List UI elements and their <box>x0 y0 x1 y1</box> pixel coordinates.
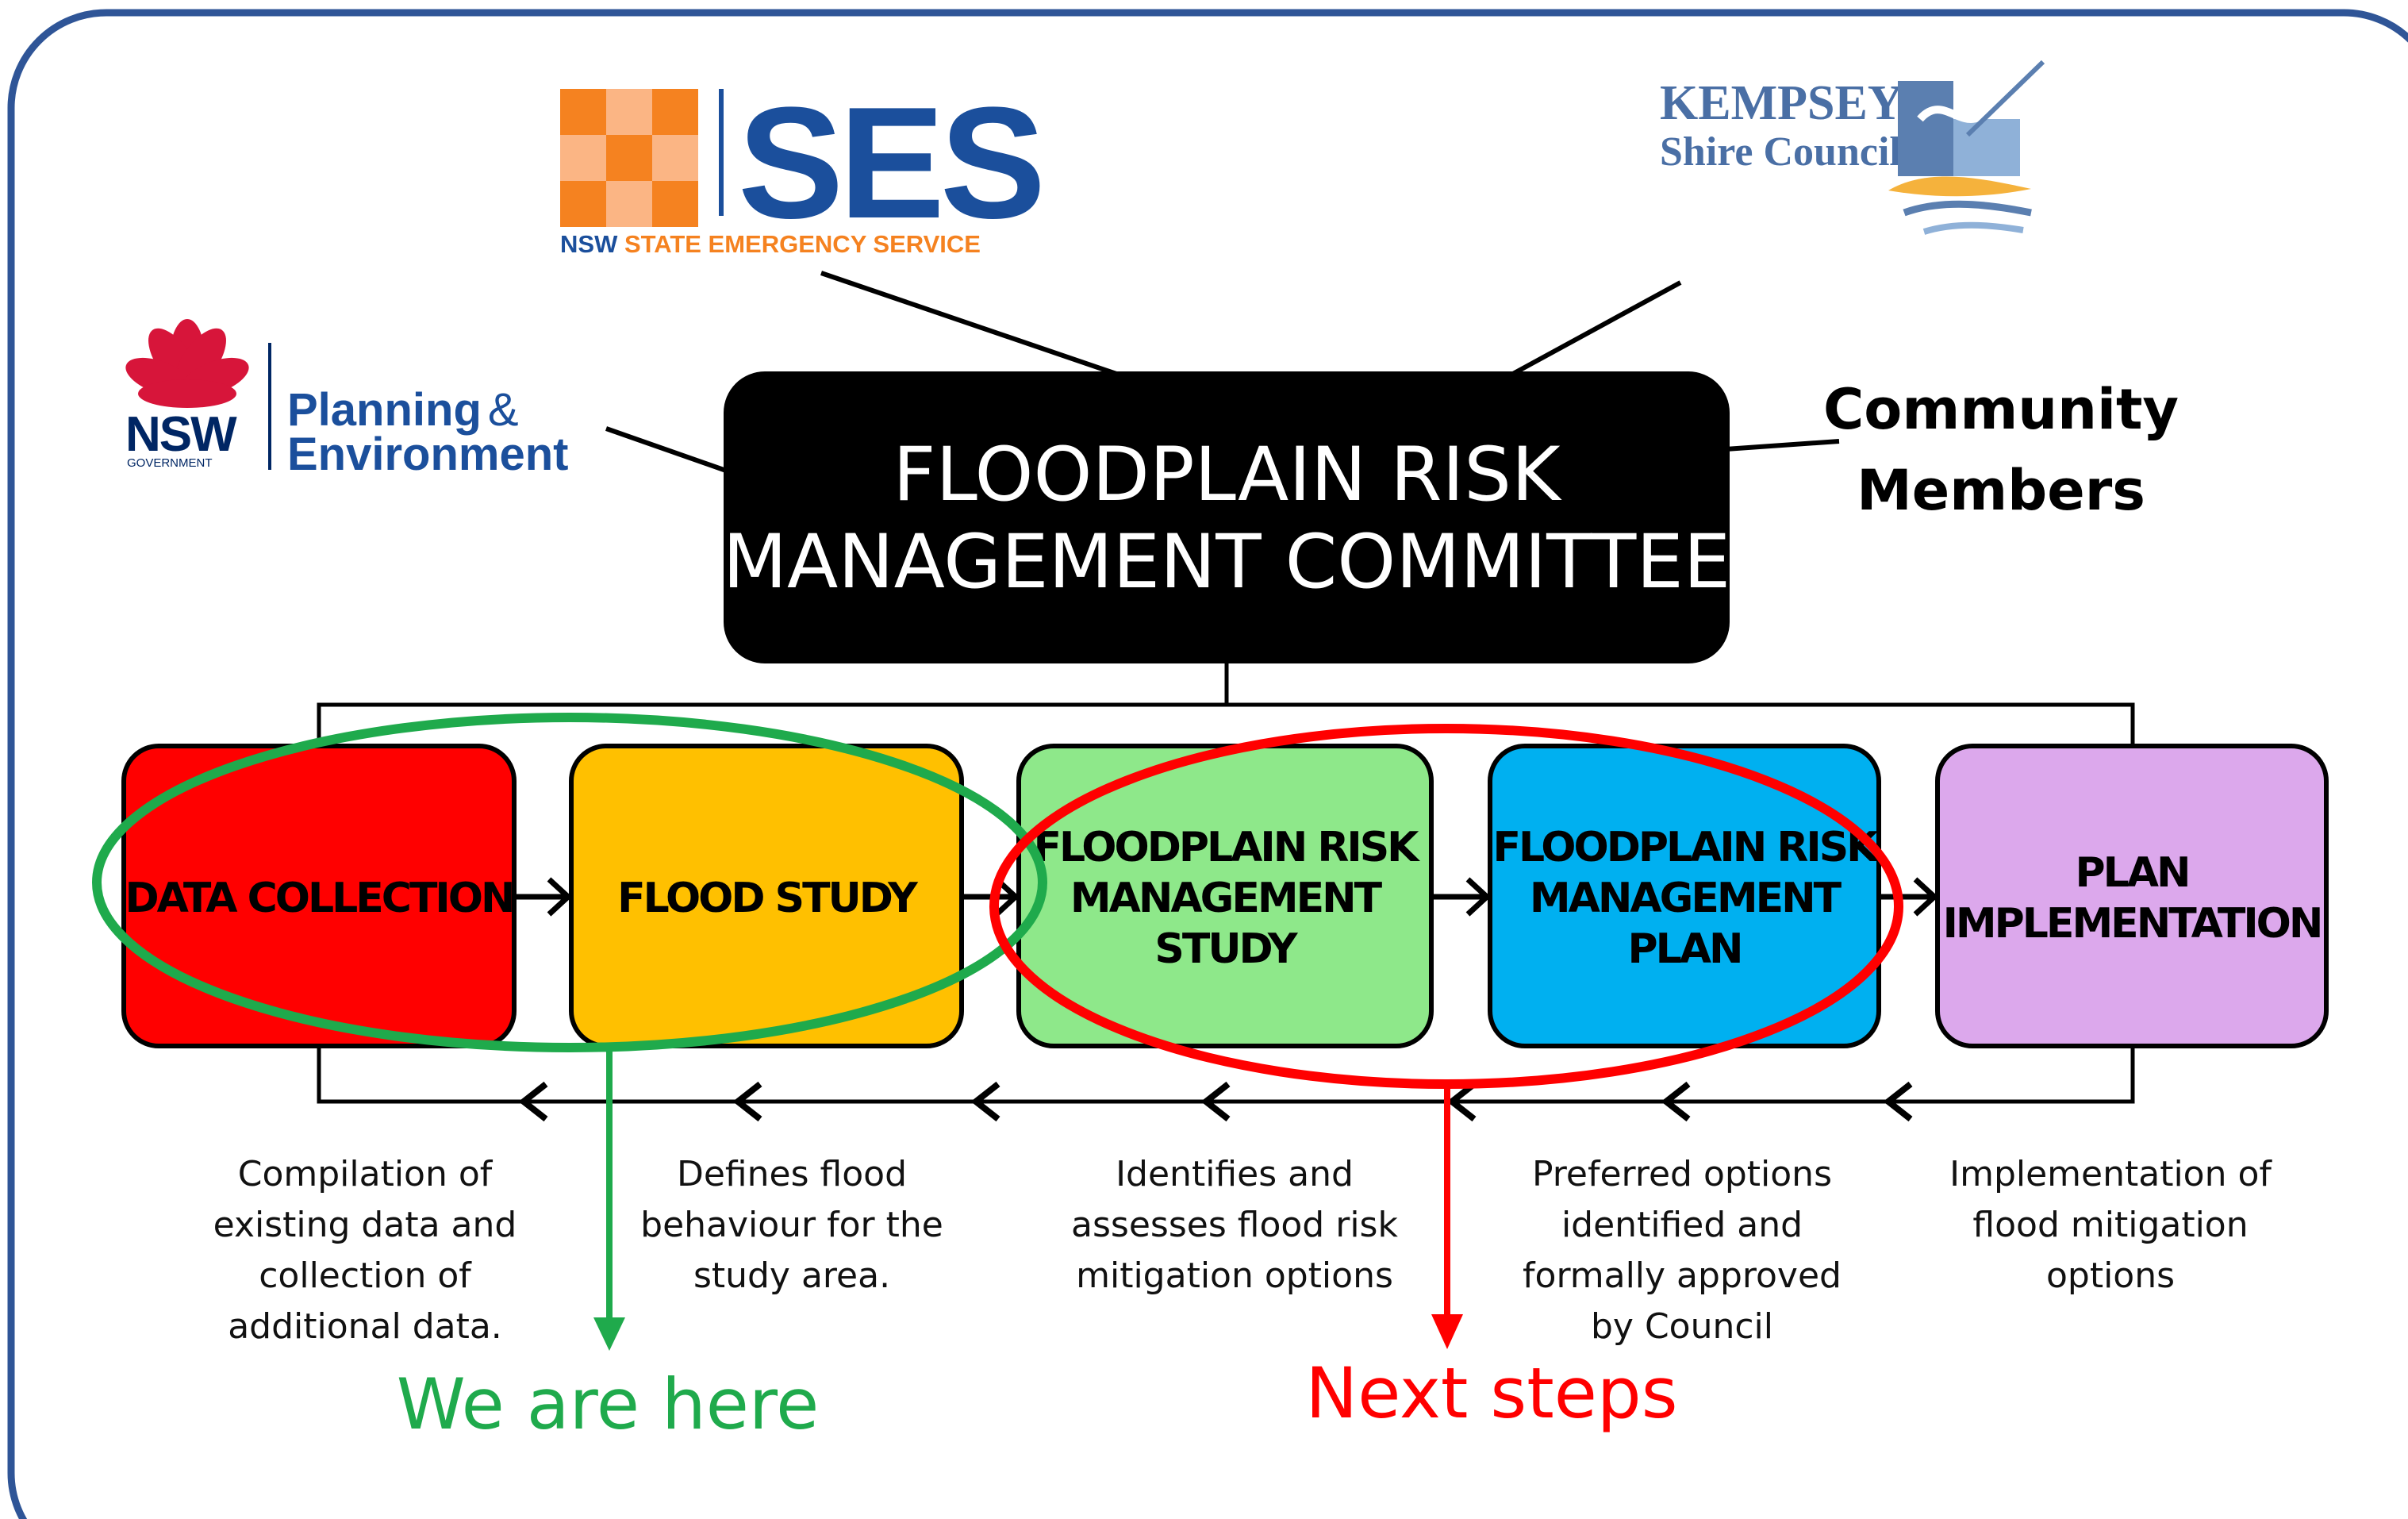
stage-title-line: FLOOD STUDY <box>617 875 919 922</box>
stage-description-line: mitigation options <box>1076 1256 1393 1296</box>
stage-descriptions: Compilation of existing data and collectio… <box>213 1154 2273 1347</box>
stage-description-line: Preferred options <box>1532 1154 1832 1194</box>
stage-title-line: FLOODPLAIN RISK <box>1034 824 1421 871</box>
committee-title-line1: FLOODPLAIN RISK <box>893 432 1562 518</box>
we-are-here-ellipse <box>92 713 1047 1052</box>
stage-description-line: collection of <box>259 1256 472 1296</box>
kempsey-emblem-icon <box>1888 60 2045 235</box>
community-members-line2: Members <box>1857 458 2145 523</box>
ses-logo: SES NSW STATE EMERGENCY SERVICE <box>560 75 1046 258</box>
return-arrowhead <box>518 1081 548 1122</box>
stage-description-line: behaviour for the <box>640 1205 943 1245</box>
stage-boxes: DATA COLLECTION FLOOD STUDY FLOODPLAIN RIS… <box>121 744 2329 1048</box>
return-arrowhead <box>1200 1081 1231 1122</box>
next-steps-arrow <box>1431 1084 1463 1349</box>
stage-description-line: options <box>2046 1256 2175 1296</box>
stage-description-line: additional data. <box>228 1306 502 1347</box>
stage-title-line: MANAGEMENT <box>1530 875 1842 922</box>
kempsey-name: KEMPSEY <box>1660 76 1903 130</box>
stage-title-line: DATA COLLECTION <box>125 875 513 922</box>
committee-connectors <box>605 271 1840 474</box>
stage-title-line: PLAN <box>1627 925 1741 973</box>
process-frame-lines <box>317 663 2135 1104</box>
return-arrowhead <box>732 1081 762 1122</box>
stage-description-line: study area. <box>693 1256 890 1296</box>
forward-arrow <box>1431 877 1492 917</box>
return-arrowhead <box>1661 1081 1691 1122</box>
stage-description-line: identified and <box>1561 1205 1803 1245</box>
ses-subtitle: NSW STATE EMERGENCY SERVICE <box>560 230 981 258</box>
community-members-line1: Community <box>1823 377 2179 442</box>
stage-description-line: Compilation of <box>238 1154 494 1194</box>
we-are-here-label: We are here <box>397 1363 820 1445</box>
committee-box: FLOODPLAIN RISK MANAGEMENT COMMITTEE <box>723 371 1730 663</box>
stage-box: DATA COLLECTION <box>121 744 517 1048</box>
stage-title-line: MANAGEMENT <box>1070 875 1383 922</box>
stage-title-line: FLOODPLAIN RISK <box>1493 824 1880 871</box>
stage-title-line: PLAN <box>2075 849 2188 897</box>
return-arrows <box>518 1081 1913 1122</box>
waratah-icon <box>125 319 249 408</box>
return-arrowhead <box>1446 1081 1477 1122</box>
ses-checker-icon <box>560 89 698 227</box>
forward-arrow <box>514 877 573 917</box>
stage-description-line: Identifies and <box>1116 1154 1354 1194</box>
stage-description-line: formally approved <box>1523 1256 1842 1296</box>
stage-title-line: STUDY <box>1154 925 1299 973</box>
nsw-planning-logo: NSW GOVERNMENT Planning& Environment <box>125 319 569 480</box>
return-arrowhead <box>970 1081 1000 1122</box>
forward-arrow <box>1879 877 1939 917</box>
return-arrowhead <box>1883 1081 1913 1122</box>
nsw-government-label: GOVERNMENT <box>127 456 213 470</box>
next-steps-label: Next steps <box>1305 1352 1677 1434</box>
stage-description-line: flood mitigation <box>1972 1205 2248 1245</box>
stage-description-line: Implementation of <box>1949 1154 2272 1194</box>
stage-description-line: existing data and <box>213 1205 517 1245</box>
kempsey-logo: KEMPSEY Shire Council <box>1660 60 2045 235</box>
stage-description-line: by Council <box>1591 1306 1773 1347</box>
committee-title-line2: MANAGEMENT COMMITTEE <box>723 519 1730 606</box>
ses-wordmark: SES <box>738 75 1041 252</box>
we-are-here-arrow <box>593 1046 625 1351</box>
stage-title-line: IMPLEMENTATION <box>1943 900 2322 948</box>
stage-description-line: Defines flood <box>677 1154 907 1194</box>
stage-description-line: assesses flood risk <box>1071 1205 1398 1245</box>
environment-label: Environment <box>287 429 569 480</box>
planning-label: Planning& <box>287 384 519 436</box>
nsw-wordmark: NSW <box>125 407 237 462</box>
kempsey-subname: Shire Council <box>1660 129 1901 175</box>
forward-arrow <box>962 877 1020 917</box>
